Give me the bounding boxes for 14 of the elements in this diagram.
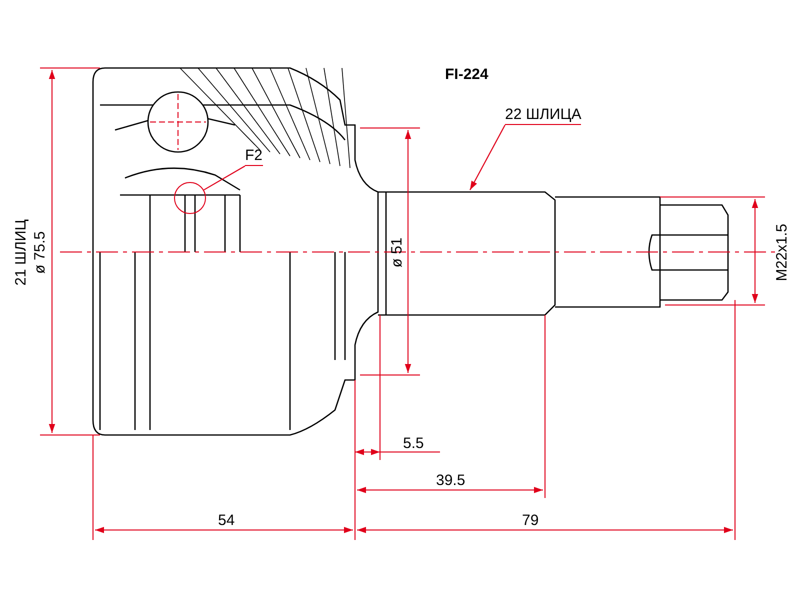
leader-arrow (470, 124, 506, 190)
dimension-label: 5.5 (403, 436, 424, 451)
dimension-label: ø 51 (390, 236, 404, 270)
dimension-label: M22x1.5 (774, 222, 790, 284)
dimension-label: 21 ШЛИЦ (14, 218, 28, 288)
callout-label: 22 ШЛИЦА (505, 107, 582, 125)
leader-line (204, 166, 246, 190)
dimension-label: ø 75.5 (32, 230, 48, 276)
dimension-label: 39.5 (436, 473, 466, 488)
detail-circle (174, 182, 206, 214)
dimension-label: 54 (218, 513, 235, 528)
dimension-label: 79 (522, 513, 539, 528)
part-number: FI-224 (445, 67, 488, 82)
detail-label: F2 (245, 148, 263, 166)
